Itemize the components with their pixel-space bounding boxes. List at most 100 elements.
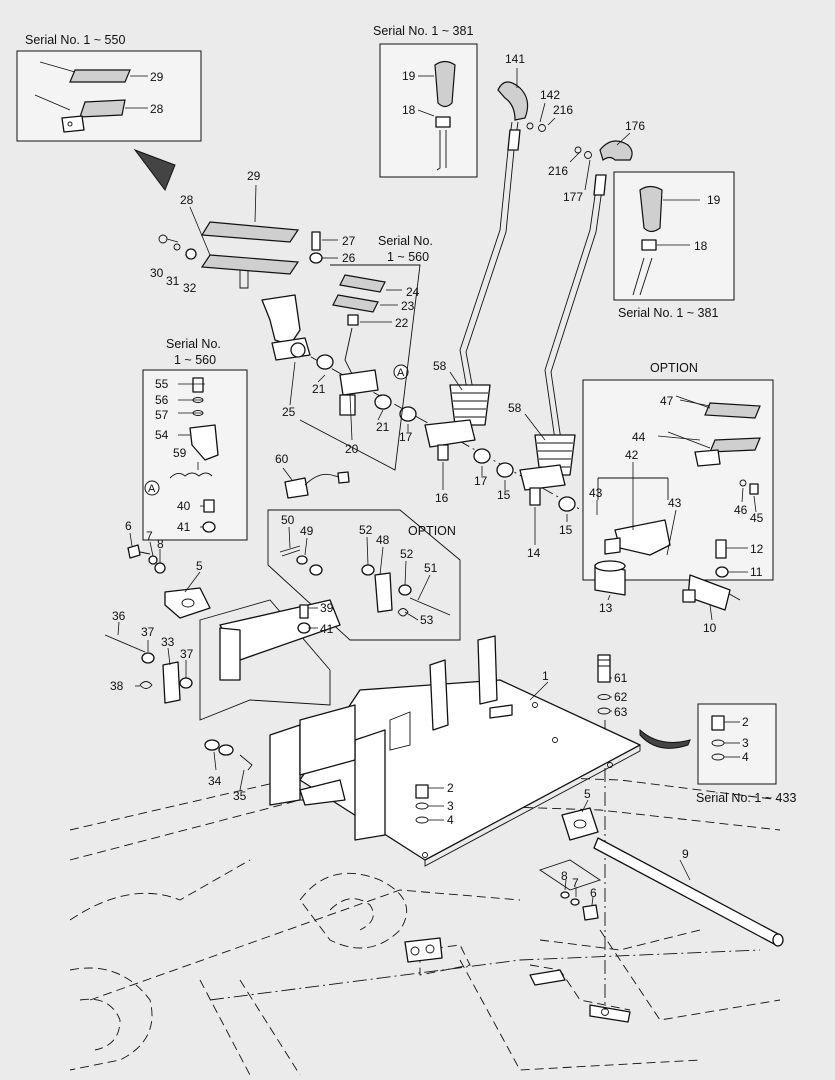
label-32: 32 [183,281,197,295]
inset-serial-381-right: Serial No. 1 ~ 381 [613,171,735,320]
label-5-right: 5 [584,787,591,801]
label-43-a: 43 [589,486,603,500]
label-37-b: 37 [180,647,194,661]
marker-a-left [144,480,160,496]
label-24: 24 [406,285,420,299]
label-39: 39 [320,601,334,615]
label-49: 49 [300,524,314,538]
label-33: 33 [161,635,175,649]
label-10: 10 [703,621,717,635]
label-28: 28 [180,193,194,207]
label-9: 9 [682,847,689,861]
label-63: 63 [614,705,628,719]
label-8-left: 8 [157,537,164,551]
fasteners-right [415,654,784,947]
label-16: 16 [435,491,449,505]
label-41-a: 41 [177,520,191,534]
inset-serial-560-left: Serial No. 1 ~ 560 A [142,337,248,541]
label-57: 57 [155,408,169,422]
label-37-a: 37 [141,625,155,639]
label-52-b: 52 [400,547,414,561]
label-3: 3 [447,799,454,813]
pedal-assembly: A [158,221,409,416]
label-2: 2 [447,781,454,795]
label-6-left: 6 [125,519,132,533]
label-25: 25 [282,405,296,419]
label-216-a: 216 [553,103,573,117]
option-box-mid: OPTION [267,509,461,641]
label-38: 38 [110,679,124,693]
inset-pointer-arrow-433 [639,728,691,749]
travel-levers [449,81,633,476]
label-23: 23 [401,299,415,313]
label-28-inset: 28 [150,102,164,116]
label-50: 50 [281,513,295,527]
caption-serial-560-center-2: 1 ~ 560 [387,250,429,264]
label-36: 36 [112,609,126,623]
label-216-b: 216 [548,164,568,178]
inset-serial-560-center: Serial No. 1 ~ 560 [299,234,433,471]
label-8-right: 8 [561,869,568,883]
label-1: 1 [542,669,549,683]
label-15-a: 15 [497,488,511,502]
caption-serial-560-left-1: Serial No. [166,337,221,351]
label-14: 14 [527,546,541,560]
label-58-a: 58 [433,359,447,373]
caption-option-right: OPTION [650,361,698,375]
label-43-b: 43 [668,496,682,510]
caption-serial-381-top: Serial No. 1 ~ 381 [373,24,473,38]
label-19-top: 19 [402,69,416,83]
label-54: 54 [155,428,169,442]
marker-a-left-text: A [148,483,156,495]
label-2-inset: 2 [742,715,749,729]
part-number-labels: 29 28 19 18 141 142 216 176 216 177 19 1… [110,52,764,900]
label-20: 20 [345,442,359,456]
label-40: 40 [177,499,191,513]
label-6-right: 6 [590,886,597,900]
caption-option-mid: OPTION [408,524,456,538]
caption-serial-560-center-1: Serial No. [378,234,433,248]
label-21-a: 21 [312,382,326,396]
caption-serial-433: Serial No. 1 ~ 433 [696,791,796,805]
leader-lines [117,68,757,906]
label-31: 31 [166,274,180,288]
label-26: 26 [342,251,356,265]
label-18-right: 18 [694,239,708,253]
label-62: 62 [614,690,628,704]
label-41-b: 41 [320,622,334,636]
label-35: 35 [233,789,247,803]
label-30: 30 [150,266,164,280]
label-61: 61 [614,671,628,685]
label-7-right: 7 [572,876,579,890]
label-19-right: 19 [707,193,721,207]
label-3-inset: 3 [742,736,749,750]
inset-pointer-arrow [133,148,176,192]
label-52-a: 52 [359,523,373,537]
label-7-left: 7 [146,529,153,543]
label-45: 45 [750,511,764,525]
label-27: 27 [342,234,356,248]
machine-frame-outline [69,720,781,1076]
label-176: 176 [625,119,645,133]
label-34: 34 [208,774,222,788]
label-29: 29 [247,169,261,183]
label-56: 56 [155,393,169,407]
label-59: 59 [173,446,187,460]
label-18-top: 18 [402,103,416,117]
label-4-inset: 4 [742,750,749,764]
marker-a-top-text: A [397,367,405,379]
label-11: 11 [750,565,763,579]
marker-a-top [393,364,409,380]
label-46: 46 [734,503,748,517]
label-60: 60 [275,452,289,466]
option-box-right: OPTION [582,361,774,581]
label-58-b: 58 [508,401,522,415]
inset-serial-550: Serial No. 1 ~ 550 [16,33,202,142]
label-17-b: 17 [474,474,488,488]
shaft-parts-10-13 [594,539,731,611]
label-4: 4 [447,813,454,827]
label-42: 42 [625,448,639,462]
label-48: 48 [376,533,390,547]
label-12: 12 [750,542,764,556]
label-53: 53 [420,613,434,627]
